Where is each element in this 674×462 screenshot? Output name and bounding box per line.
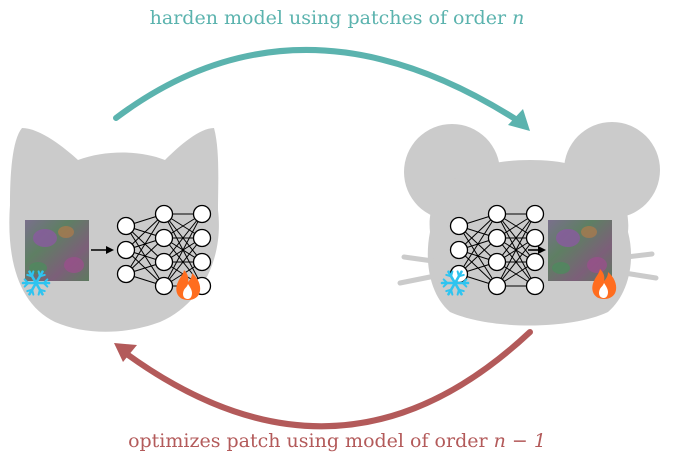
bottom-label-variable: n − 1 <box>493 430 546 452</box>
network-edge <box>163 213 203 263</box>
mouse-silhouette <box>397 122 660 326</box>
right-adversarial-patch <box>548 220 612 281</box>
network-neuron <box>487 252 507 272</box>
network-neuron <box>154 204 174 224</box>
network-edge <box>163 213 203 287</box>
network-neuron <box>116 216 136 236</box>
network-neuron <box>192 228 212 248</box>
network-edge <box>496 237 536 287</box>
network-edge <box>125 213 165 275</box>
bottom-arrow-label: optimizes patch using model of order n −… <box>0 430 674 452</box>
network-edge <box>496 213 536 287</box>
network-neuron <box>487 228 507 248</box>
network-neuron <box>487 276 507 296</box>
top-label-variable: n <box>512 7 525 29</box>
fire-icon <box>176 270 201 300</box>
network-neuron <box>154 276 174 296</box>
left-adversarial-patch <box>25 220 89 281</box>
network-neuron <box>487 204 507 224</box>
network-neuron <box>116 240 136 260</box>
right-neural-network <box>449 204 545 296</box>
network-neuron <box>525 204 545 224</box>
network-neuron <box>154 252 174 272</box>
network-neuron <box>449 216 469 236</box>
snowflake-icon <box>21 270 51 296</box>
snowflake-icon <box>440 270 470 296</box>
network-edge <box>458 213 498 275</box>
top-arrow <box>113 47 530 131</box>
right-input-arrow <box>528 246 546 254</box>
network-neuron <box>192 252 212 272</box>
left-input-arrow <box>91 246 114 254</box>
network-neuron <box>525 228 545 248</box>
network-edge <box>163 237 203 287</box>
network-neuron <box>525 252 545 272</box>
network-neuron <box>192 204 212 224</box>
network-edge <box>496 213 536 263</box>
fire-icon <box>592 269 617 299</box>
network-neuron <box>116 264 136 284</box>
network-neuron <box>449 240 469 260</box>
network-neuron <box>525 276 545 296</box>
left-neural-network <box>116 204 212 296</box>
network-neuron <box>154 228 174 248</box>
bottom-label-text: optimizes patch using model of order <box>128 430 494 452</box>
top-arrow-label: harden model using patches of order n <box>0 7 674 29</box>
top-label-text: harden model using patches of order <box>149 7 513 29</box>
bottom-arrow <box>114 329 533 430</box>
